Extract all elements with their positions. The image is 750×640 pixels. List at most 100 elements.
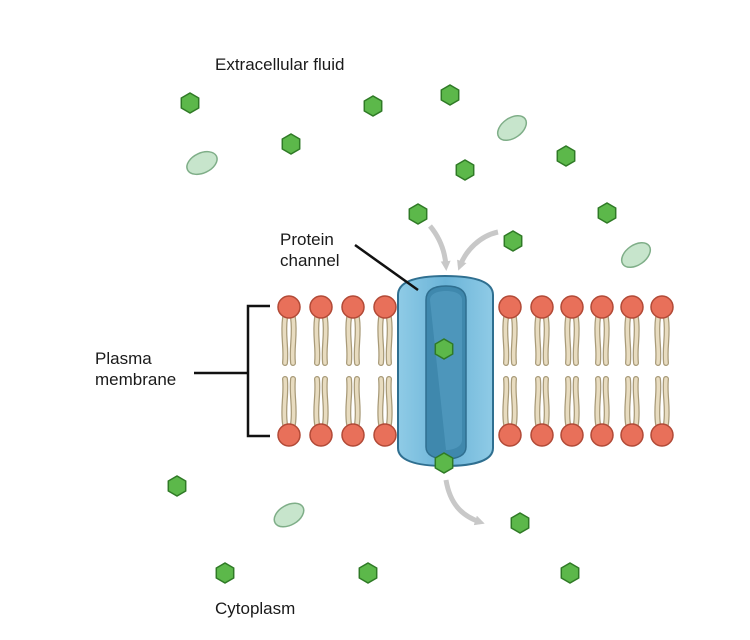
- phospholipid-head: [560, 295, 584, 319]
- lipid-tail-fill: [543, 377, 549, 426]
- lipid-tail-fill: [625, 316, 631, 365]
- lipid-tail-fill: [386, 377, 392, 426]
- phospholipid-head: [277, 423, 301, 447]
- hexagon-molecule: [281, 133, 301, 155]
- hexagon-molecule: [556, 145, 576, 167]
- lipid-tail-fill: [346, 316, 352, 365]
- hexagon-molecule: [434, 452, 454, 474]
- membrane-bracket: [194, 304, 270, 438]
- lipid-tail-fill: [535, 316, 541, 365]
- phospholipid: [650, 295, 674, 447]
- phospholipid-head: [530, 295, 554, 319]
- oval-molecule: [186, 150, 218, 176]
- hexagon-molecule: [363, 95, 383, 117]
- phospholipid-head: [498, 295, 522, 319]
- extracellular-fluid-label: Extracellular fluid: [215, 55, 345, 74]
- hexagon-molecule: [180, 92, 200, 114]
- phospholipid: [373, 295, 397, 447]
- protein-label-line2: channel: [280, 251, 340, 270]
- phospholipid-head: [341, 423, 365, 447]
- lipid-tail-fill: [625, 377, 631, 426]
- hexagon-molecule: [167, 475, 187, 497]
- protein-channel: [397, 274, 494, 468]
- phospholipid: [590, 295, 614, 447]
- phospholipid-head: [498, 423, 522, 447]
- hexagon-molecule: [503, 230, 523, 252]
- lipid-tail-fill: [655, 316, 661, 365]
- phospholipid-head: [309, 423, 333, 447]
- diffusion-arrows: [428, 224, 499, 526]
- lipid-tail-fill: [573, 316, 579, 365]
- phospholipid-head: [590, 423, 614, 447]
- hexagon-molecule: [455, 159, 475, 181]
- molecules: [167, 84, 652, 584]
- phospholipid-head: [590, 295, 614, 319]
- cytoplasm-label: Cytoplasm: [215, 599, 296, 618]
- hexagon-molecule: [597, 202, 617, 224]
- lipid-tail-fill: [378, 377, 384, 426]
- channel-pore-highlight: [430, 291, 462, 450]
- plasma-membrane-label: Plasma membrane: [95, 348, 176, 390]
- lipid-tail-fill: [386, 316, 392, 365]
- lipid-tail-fill: [543, 316, 549, 365]
- lipid-tail-fill: [595, 377, 601, 426]
- phospholipid-head: [650, 295, 674, 319]
- lipid-tail-fill: [573, 377, 579, 426]
- lipid-tail-fill: [633, 377, 639, 426]
- lipid-tail-fill: [503, 377, 509, 426]
- lipid-tail-fill: [322, 316, 328, 365]
- oval-molecule: [620, 241, 652, 269]
- lipid-tail-fill: [565, 377, 571, 426]
- lipid-tail-fill: [322, 377, 328, 426]
- lipid-tail-fill: [565, 316, 571, 365]
- phospholipid: [560, 295, 584, 447]
- phospholipid-head: [309, 295, 333, 319]
- lipid-tail-fill: [378, 316, 384, 365]
- plasma-membrane: [277, 295, 674, 447]
- lipid-tail-fill: [282, 316, 288, 365]
- lipid-tail-fill: [535, 377, 541, 426]
- lipid-tail-fill: [290, 316, 296, 365]
- lipid-tail-fill: [314, 316, 320, 365]
- lipid-tail-fill: [603, 316, 609, 365]
- phospholipid-head: [373, 295, 397, 319]
- lipid-tail-fill: [354, 377, 360, 426]
- lipid-tail-fill: [633, 316, 639, 365]
- phospholipid: [530, 295, 554, 447]
- hexagon-molecule: [408, 203, 428, 225]
- lipid-tail-fill: [603, 377, 609, 426]
- lipid-tail-fill: [314, 377, 320, 426]
- lipid-tail-fill: [346, 377, 352, 426]
- lipid-tail-fill: [663, 316, 669, 365]
- hexagon-molecule: [560, 562, 580, 584]
- oval-molecule: [273, 502, 305, 528]
- phospholipid-head: [650, 423, 674, 447]
- lipid-tail-fill: [595, 316, 601, 365]
- phospholipid: [309, 295, 333, 447]
- lipid-tail-fill: [511, 377, 517, 426]
- protein-channel-pointer: [354, 243, 419, 292]
- phospholipid: [498, 295, 522, 447]
- phospholipid-head: [620, 423, 644, 447]
- arrow-left-into-channel: [428, 224, 451, 271]
- phospholipid: [277, 295, 301, 447]
- oval-molecule: [496, 114, 528, 142]
- phospholipid-head: [373, 423, 397, 447]
- phospholipid: [620, 295, 644, 447]
- hexagon-molecule: [358, 562, 378, 584]
- arrow-right-into-channel: [457, 229, 499, 271]
- hexagon-molecule: [440, 84, 460, 106]
- protein-channel-label: Protein channel: [280, 229, 340, 271]
- phospholipid-head: [277, 295, 301, 319]
- phospholipid-head: [620, 295, 644, 319]
- lipid-tail-fill: [503, 316, 509, 365]
- lipid-tail-fill: [655, 377, 661, 426]
- phospholipid-head: [530, 423, 554, 447]
- protein-label-line1: Protein: [280, 230, 334, 249]
- lipid-tail-fill: [511, 316, 517, 365]
- phospholipid: [341, 295, 365, 447]
- lipid-tail-fill: [663, 377, 669, 426]
- membrane-label-line2: membrane: [95, 370, 177, 389]
- hexagon-molecule: [434, 338, 454, 360]
